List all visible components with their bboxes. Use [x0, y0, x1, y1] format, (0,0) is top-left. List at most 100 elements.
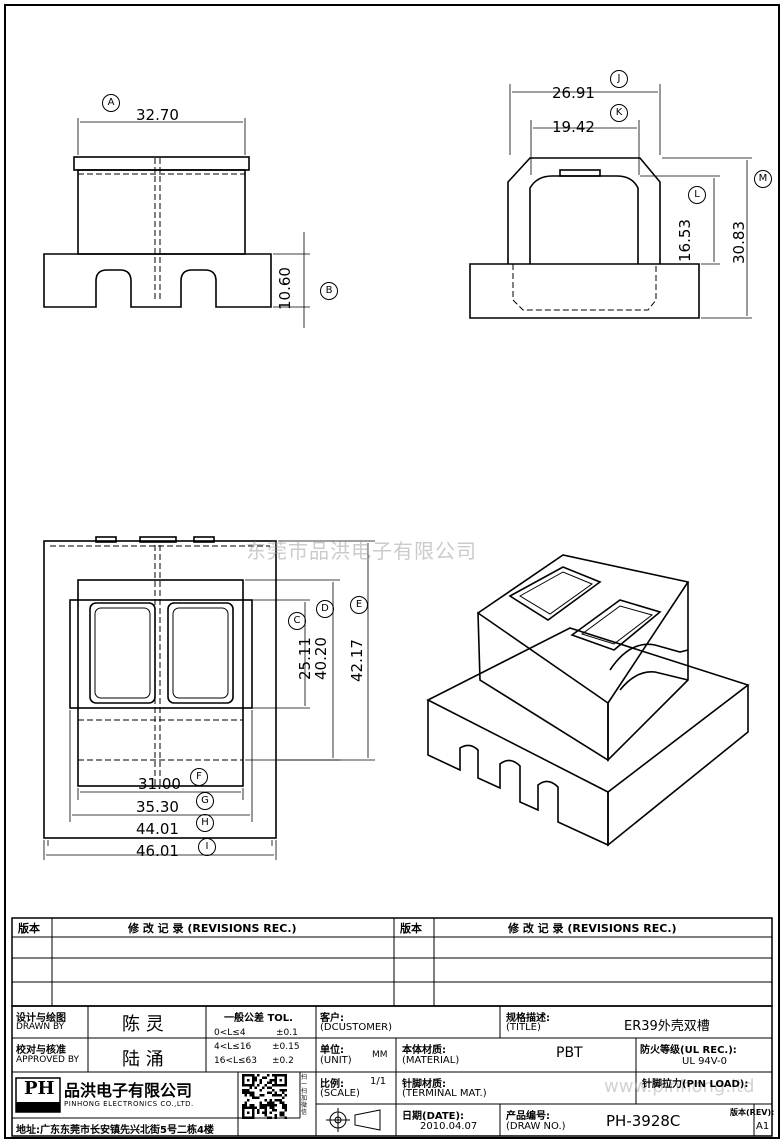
qr-module [267, 1116, 270, 1119]
pin-load-label: 针脚拉力(PIN LOAD): [642, 1079, 749, 1090]
approver-label-en: APPROVED BY [16, 1055, 80, 1065]
fire-rating-label: 防火等级(UL REC.): [640, 1045, 737, 1056]
qr-module [269, 1079, 272, 1082]
title-block [11, 1005, 773, 1137]
qr-module [262, 1104, 265, 1107]
qr-module [252, 1074, 255, 1077]
company-name-cn: 品洪电子有限公司 [64, 1081, 193, 1100]
qr-module [269, 1104, 272, 1107]
sheet-border [4, 4, 780, 1139]
qr-module [284, 1084, 287, 1087]
qr-module [284, 1076, 287, 1079]
qr-module [247, 1111, 250, 1114]
qr-module [242, 1114, 245, 1117]
qr-module [272, 1089, 275, 1092]
unit-label-cn: 单位: [320, 1045, 344, 1056]
rev-version-header-left: 版本 [18, 922, 40, 935]
dim-label-e: E [350, 596, 368, 614]
qr-module [247, 1106, 250, 1109]
draw-no-label-cn: 产品编号: [506, 1111, 550, 1122]
dim-label-a: A [102, 94, 120, 112]
qr-module [254, 1096, 257, 1099]
side-view [469, 84, 752, 319]
dim-value-i: 46.01 [136, 842, 179, 860]
terminal-label-en: (TERMINAL MAT.) [402, 1088, 487, 1099]
qr-module [247, 1089, 250, 1092]
material-label-en: (MATERIAL) [402, 1055, 460, 1066]
rev-value: A1 [756, 1121, 770, 1132]
qr-module [282, 1091, 285, 1094]
qr-module [247, 1079, 250, 1082]
dim-label-j: J [610, 70, 628, 88]
qr-module [259, 1106, 262, 1109]
qr-module [282, 1111, 285, 1114]
rev-record-header-right: 修 改 记 录 (REVISIONS REC.) [508, 922, 677, 935]
qr-module [264, 1109, 267, 1112]
qr-module [274, 1074, 277, 1077]
rev-record-header-left: 修 改 记 录 (REVISIONS REC.) [128, 922, 297, 935]
scale-value: 1/1 [370, 1076, 387, 1087]
qr-module [244, 1106, 247, 1109]
qr-module [274, 1099, 277, 1102]
qr-module [274, 1084, 277, 1087]
tol-row-3-range: 16<L≤63 [214, 1056, 258, 1066]
dim-value-g: 35.30 [136, 798, 179, 816]
qr-module [267, 1086, 270, 1089]
qr-module [242, 1079, 245, 1082]
qr-module [279, 1101, 282, 1104]
qr-module [244, 1091, 247, 1094]
qr-module [282, 1074, 285, 1077]
qr-caption: 扫一扫加微信 [301, 1074, 308, 1116]
dim-value-b: 10.60 [276, 267, 294, 310]
qr-module [274, 1081, 277, 1084]
qr-module [269, 1099, 272, 1102]
designer-label-en: DRAWN BY [16, 1022, 65, 1032]
approver-label-cn: 校对与核准 [16, 1045, 66, 1056]
qr-module [279, 1099, 282, 1102]
dim-value-m: 30.83 [730, 221, 748, 264]
qr-module [252, 1114, 255, 1117]
qr-module [284, 1079, 287, 1082]
qr-module [284, 1081, 287, 1084]
qr-module [244, 1089, 247, 1092]
dim-value-l: 16.53 [676, 219, 694, 262]
qr-module [247, 1099, 250, 1102]
qr-module [272, 1079, 275, 1082]
qr-module [274, 1094, 277, 1097]
qr-module [282, 1106, 285, 1109]
rev-label: 版本(REV): [730, 1108, 775, 1117]
draw-no-label-en: (DRAW NO.) [506, 1121, 566, 1132]
qr-module [264, 1076, 267, 1079]
qr-module [252, 1094, 255, 1097]
qr-module [244, 1074, 247, 1077]
qr-module [259, 1081, 262, 1084]
qr-module [252, 1084, 255, 1087]
qr-module [279, 1111, 282, 1114]
qr-module [242, 1104, 245, 1107]
qr-module [247, 1116, 250, 1119]
qr-module [272, 1074, 275, 1077]
qr-module [252, 1091, 255, 1094]
qr-module [244, 1116, 247, 1119]
qr-module [262, 1111, 265, 1114]
qr-module [242, 1091, 245, 1094]
designer-label-cn: 设计与绘图 [16, 1013, 66, 1024]
unit-label-en: (UNIT) [320, 1055, 352, 1066]
qr-module [284, 1089, 287, 1092]
qr-module [252, 1116, 255, 1119]
qr-module [269, 1116, 272, 1119]
qr-module [282, 1089, 285, 1092]
qr-module [284, 1074, 287, 1077]
qr-module [264, 1111, 267, 1114]
qr-module [272, 1106, 275, 1109]
qr-module [247, 1084, 250, 1087]
watermark: 东莞市品洪电子有限公司 [246, 539, 477, 563]
title-label-cn: 规格描述: [506, 1013, 550, 1024]
qr-module [267, 1081, 270, 1084]
title-label-en: (TITLE) [506, 1022, 541, 1033]
dim-label-d: D [316, 600, 334, 618]
qr-module [254, 1086, 257, 1089]
qr-module [252, 1104, 255, 1107]
qr-module [242, 1074, 245, 1077]
qr-module [277, 1084, 280, 1087]
